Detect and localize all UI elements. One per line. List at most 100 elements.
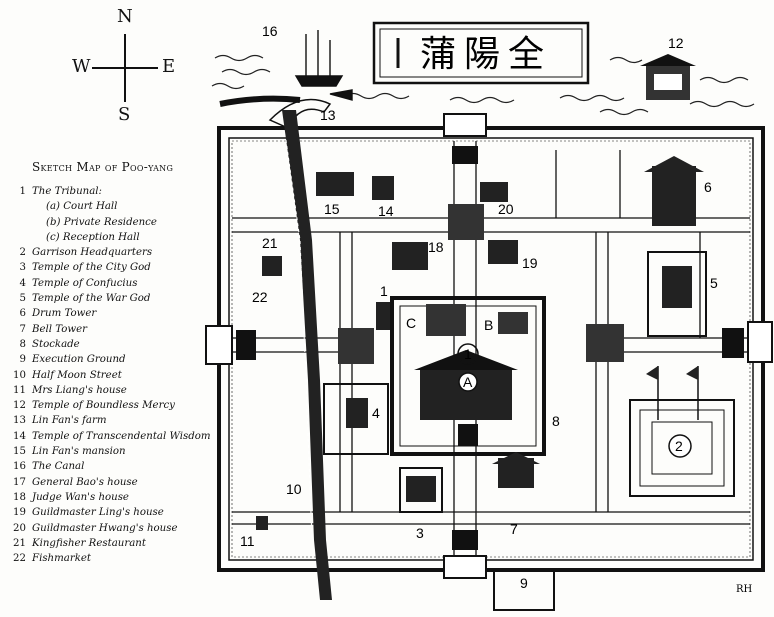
legend-item: 1 The Tribunal: [6,184,206,199]
label-c: C [406,315,416,331]
legend-item: 8 Stockade [6,337,206,352]
compass-south: S [118,104,131,125]
legend-item-label: Temple of the War God [32,293,151,305]
legend-item-label: Stockade [32,338,80,350]
label-2: 2 [675,438,683,454]
legend-item-label: Fishmarket [32,553,92,565]
legend-item: 5 Temple of the War God [6,291,206,306]
legend-item: 4 Temple of Confucius [6,276,206,291]
legend-item-number: 4 [19,277,26,289]
legend-item-label: Temple of Boundless Mercy [32,400,175,412]
label-16: 16 [262,23,278,39]
label-15: 15 [324,201,340,217]
legend-item-label: Kingfisher Restaurant [32,537,146,549]
legend-item-label: Mrs Liang's house [32,384,127,396]
label-17: 1 [380,283,388,299]
legend-item-number: 14 [13,430,26,442]
legend-item: 14 Temple of Transcendental Wisdom [6,429,211,444]
label-22: 22 [252,289,268,305]
compass-east: E [162,56,176,77]
legend-item-number: 18 [13,491,26,503]
legend-item-label: Temple of Transcendental Wisdom [32,430,211,442]
label-12: 12 [668,35,684,51]
label-4: 4 [372,405,380,421]
label-18: 18 [428,239,444,255]
label-20: 20 [498,201,514,217]
label-9: 9 [520,575,528,591]
legend-item-label: Lin Fan's farm [32,415,107,427]
legend-item: 21 Kingfisher Restaurant [6,536,206,551]
legend-item-label: Temple of Confucius [32,277,138,289]
legend-item-label: Drum Tower [32,308,97,320]
legend-item-number: 15 [13,446,26,458]
legend-item-label: The Tribunal: [32,186,102,197]
compass-north: N [117,6,133,27]
legend-item-number: 21 [13,537,26,549]
compass-lines [92,34,158,102]
label-a: A [463,374,473,390]
legend-item-label: (b) Private Residence [46,216,157,228]
canal [219,95,332,600]
legend-list: 1 The Tribunal: (a) Court Hall (b) Private … [6,184,211,566]
compass-rose: N W E S [70,6,180,126]
legend-item: 15 Lin Fan's mansion [6,444,206,459]
label-5: 5 [710,275,718,291]
legend-item-label: Half Moon Street [32,369,122,381]
map-labels: 1 A B C 2 3 4 5 6 7 8 9 10 11 12 13 14 1… [240,23,753,595]
buildings [256,156,735,611]
label-6: 6 [704,179,712,195]
compass-west: W [72,56,91,77]
label-21: 21 [262,235,278,251]
legend-item-number: 17 [13,476,26,488]
legend-item-number: 8 [19,338,26,350]
legend-item: (c) Reception Hall [6,230,206,245]
legend-item-label: Guildmaster Hwang's house [32,522,178,534]
label-13: 13 [320,107,336,123]
legend-title: Sketch Map of Poo-yang [32,160,174,174]
temple-12-icon [640,54,696,100]
crossroad-pavilions [338,204,624,364]
label-3: 3 [416,525,424,541]
label-b: B [484,317,493,333]
legend-item-label: (a) Court Hall [46,201,118,213]
legend-item-label: Judge Wan's house [32,491,129,503]
legend-item-number: 6 [19,308,26,320]
legend-item: 6 Drum Tower [6,306,206,321]
legend-item-number: 3 [19,262,26,274]
legend-item: 18 Judge Wan's house [6,490,206,505]
junk-boats [294,30,353,101]
legend-item-number: 10 [13,369,26,381]
legend-item-number: 1 [19,186,26,197]
artist-signature: RH [736,584,753,595]
legend-item-number: 13 [13,415,26,427]
map-legend: Sketch Map of Poo-yang 1 The Tribunal: (a)… [6,160,211,566]
title-calligraphy: 蒲陽全 [420,34,552,75]
label-8: 8 [552,413,560,429]
label-7: 7 [510,521,518,537]
legend-item: 13 Lin Fan's farm [6,413,206,428]
label-1: 1 [464,346,472,362]
legend-item: 20 Guildmaster Hwang's house [6,521,206,536]
legend-item: 10 Half Moon Street [6,368,206,383]
legend-item-label: Temple of the City God [32,262,151,274]
legend-item-number: 7 [19,323,26,335]
countryside-waves [211,54,755,116]
label-10: 10 [286,481,302,497]
legend-item-number: 5 [19,293,26,305]
label-11: 11 [240,533,255,549]
legend-item-label: Garrison Headquarters [32,247,153,259]
legend-item-label: Execution Ground [32,354,126,366]
city-gates [205,113,773,579]
legend-item-label: Lin Fan's mansion [32,446,126,458]
legend-item-label: The Canal [32,461,85,473]
legend-item-number: 20 [13,522,26,534]
title-cartouche: 蒲陽全 [372,21,590,85]
